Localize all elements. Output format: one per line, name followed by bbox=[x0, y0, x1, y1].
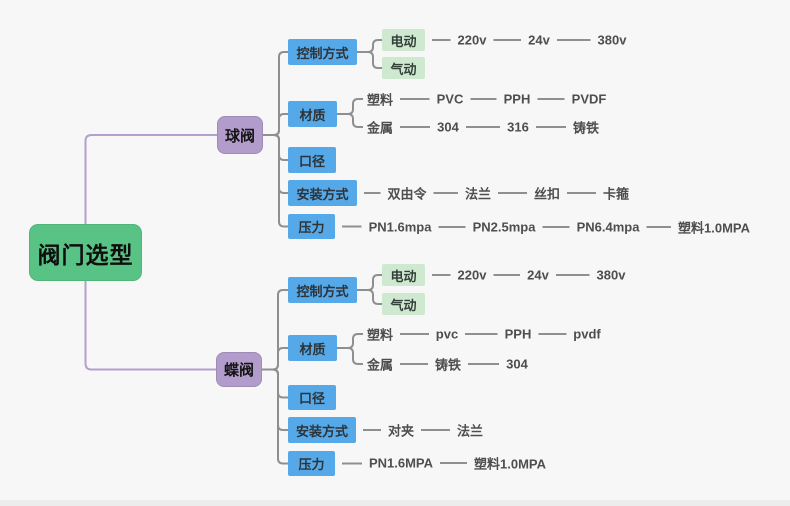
node-btf-pvc[interactable]: pvc bbox=[435, 326, 459, 342]
node-btf-flange[interactable]: 法兰 bbox=[456, 423, 484, 439]
node-ball-pressure[interactable]: 压力 bbox=[288, 214, 335, 239]
node-btf-electric[interactable]: 电动 bbox=[382, 264, 425, 286]
node-valve-selection[interactable]: 阀门选型 bbox=[29, 224, 142, 281]
node-btf-control-mode[interactable]: 控制方式 bbox=[288, 277, 357, 303]
node-btf-metal[interactable]: 金属 bbox=[366, 357, 394, 373]
node-btf-304[interactable]: 304 bbox=[506, 356, 528, 372]
node-ball-pvc[interactable]: PVC bbox=[436, 91, 464, 107]
node-ball-thread[interactable]: 丝扣 bbox=[533, 186, 561, 202]
node-ball-24v[interactable]: 24v bbox=[528, 32, 550, 48]
node-btf-pph[interactable]: PPH bbox=[504, 326, 532, 342]
node-btf-24v[interactable]: 24v bbox=[527, 267, 549, 283]
node-ball-control-mode[interactable]: 控制方式 bbox=[288, 39, 357, 65]
node-ball-304[interactable]: 304 bbox=[437, 119, 459, 135]
edge-ball-valve-to-ball-pressure bbox=[263, 134, 288, 228]
node-ball-pn25[interactable]: PN2.5mpa bbox=[472, 219, 536, 235]
node-ball-install-mode[interactable]: 安装方式 bbox=[288, 180, 357, 206]
edge-btf-material-to-btf-metal bbox=[337, 347, 363, 365]
edge-valve-selection-to-ball-valve bbox=[84, 134, 217, 224]
edge-btf-control-mode-to-btf-pneumatic bbox=[357, 289, 382, 305]
edge-butterfly-valve-to-btf-control-mode bbox=[262, 289, 288, 371]
node-ball-pn64[interactable]: PN6.4mpa bbox=[576, 219, 640, 235]
node-btf-diameter[interactable]: 口径 bbox=[288, 385, 336, 410]
node-ball-material[interactable]: 材质 bbox=[288, 101, 337, 127]
node-ball-plastic10[interactable]: 塑料1.0MPA bbox=[678, 220, 750, 236]
edge-butterfly-valve-to-btf-install-mode bbox=[262, 368, 288, 431]
node-ball-metal[interactable]: 金属 bbox=[366, 120, 394, 136]
node-ball-clamp[interactable]: 卡箍 bbox=[602, 186, 630, 202]
node-ball-cast-iron[interactable]: 铸铁 bbox=[572, 120, 600, 136]
edge-ball-valve-to-ball-diameter bbox=[263, 134, 288, 161]
node-butterfly-valve[interactable]: 蝶阀 bbox=[216, 352, 262, 387]
edge-ball-material-to-ball-plastic bbox=[337, 98, 363, 115]
node-ball-380v[interactable]: 380v bbox=[597, 32, 627, 48]
edge-ball-valve-to-ball-control-mode bbox=[263, 51, 288, 136]
edge-butterfly-valve-to-btf-pressure bbox=[262, 368, 288, 465]
node-btf-380v[interactable]: 380v bbox=[596, 267, 626, 283]
node-ball-pneumatic[interactable]: 气动 bbox=[382, 57, 425, 79]
edge-ball-control-mode-to-ball-electric bbox=[357, 39, 382, 53]
node-ball-plastic[interactable]: 塑料 bbox=[366, 92, 394, 108]
node-btf-pvdf[interactable]: pvdf bbox=[573, 326, 601, 342]
node-ball-316[interactable]: 316 bbox=[507, 119, 529, 135]
edge-butterfly-valve-to-btf-material bbox=[262, 347, 288, 371]
node-ball-electric[interactable]: 电动 bbox=[382, 29, 425, 51]
node-btf-pneumatic[interactable]: 气动 bbox=[382, 293, 425, 315]
edge-valve-selection-to-butterfly-valve bbox=[84, 281, 216, 371]
edge-ball-material-to-ball-metal bbox=[337, 113, 363, 128]
node-btf-pn16[interactable]: PN1.6MPA bbox=[368, 455, 434, 471]
node-ball-220v[interactable]: 220v bbox=[457, 32, 487, 48]
node-btf-plastic10[interactable]: 塑料1.0MPA bbox=[474, 456, 546, 472]
node-btf-220v[interactable]: 220v bbox=[457, 267, 487, 283]
edge-butterfly-valve-to-btf-diameter bbox=[262, 368, 288, 399]
node-ball-pvdf[interactable]: PVDF bbox=[571, 91, 607, 107]
node-btf-pressure[interactable]: 压力 bbox=[288, 451, 335, 476]
node-btf-plastic[interactable]: 塑料 bbox=[366, 327, 394, 343]
node-ball-pph[interactable]: PPH bbox=[503, 91, 531, 107]
node-ball-union[interactable]: 双由令 bbox=[387, 186, 427, 202]
node-ball-diameter[interactable]: 口径 bbox=[288, 147, 336, 173]
edge-ball-control-mode-to-ball-pneumatic bbox=[357, 51, 382, 69]
node-btf-wafer[interactable]: 对夹 bbox=[387, 423, 415, 439]
edge-ball-valve-to-ball-material bbox=[263, 113, 288, 136]
node-btf-material[interactable]: 材质 bbox=[288, 335, 337, 361]
node-ball-valve[interactable]: 球阀 bbox=[217, 116, 263, 154]
node-ball-flange[interactable]: 法兰 bbox=[464, 186, 492, 202]
node-btf-cast-iron[interactable]: 铸铁 bbox=[434, 357, 462, 373]
node-btf-install-mode[interactable]: 安装方式 bbox=[288, 417, 356, 443]
edge-btf-control-mode-to-btf-electric bbox=[357, 274, 382, 291]
bottom-edge-strip bbox=[0, 500, 790, 506]
edge-btf-material-to-btf-plastic bbox=[337, 333, 363, 349]
node-ball-pn16[interactable]: PN1.6mpa bbox=[368, 219, 432, 235]
edge-ball-valve-to-ball-install-mode bbox=[263, 134, 288, 194]
